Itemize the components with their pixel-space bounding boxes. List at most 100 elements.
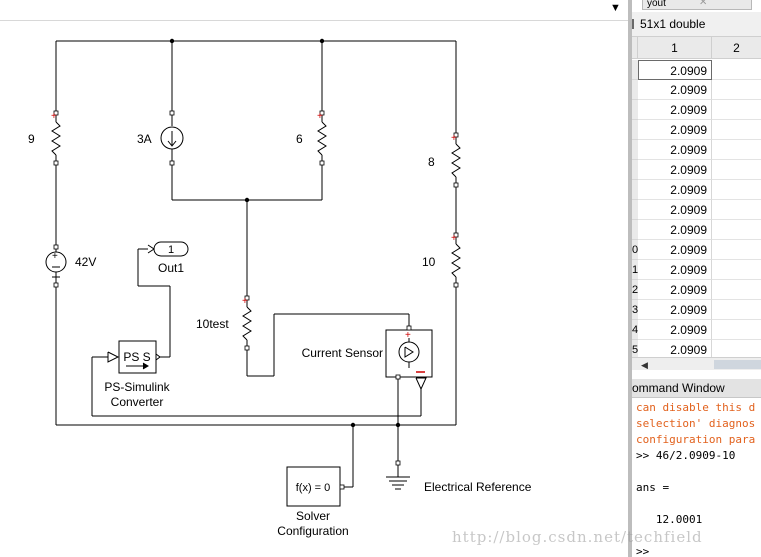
model-canvas[interactable]: ▼ <box>0 0 628 557</box>
resistor-10test-label: 10test <box>196 317 229 331</box>
row-header[interactable] <box>632 100 638 120</box>
electrical-reference-block[interactable] <box>386 460 410 490</box>
current-source-block[interactable] <box>160 110 184 166</box>
close-icon[interactable]: ✕ <box>699 0 708 8</box>
voltage-source-label: 42V <box>75 255 96 269</box>
table-cell[interactable]: 2.0909 <box>638 120 712 140</box>
table-cell[interactable]: 2.0909 <box>638 280 712 300</box>
variable-size-text: 51x1 double <box>640 17 706 31</box>
current-source-label: 3A <box>137 132 152 146</box>
row-header[interactable]: 4 <box>632 320 638 340</box>
tab-yout[interactable]: yout ✕ <box>642 0 752 10</box>
table-cell[interactable]: 2.0909 <box>638 240 712 260</box>
table-cell[interactable]: 2.0909 <box>638 260 712 280</box>
table-cell-empty[interactable] <box>712 320 761 340</box>
table-cell[interactable]: 2.0909 <box>638 60 712 80</box>
current-sensor-label: Current Sensor <box>302 346 383 360</box>
column-header-2[interactable]: 2 <box>712 37 761 59</box>
solver-block-text: f(x) = 0 <box>296 482 331 494</box>
outport-number: 1 <box>168 244 174 256</box>
table-cell[interactable]: 2.0909 <box>638 180 712 200</box>
resistor-6-label: 6 <box>296 132 303 146</box>
wires <box>55 40 457 488</box>
scrollbar-thumb[interactable] <box>714 360 761 369</box>
table-cell-empty[interactable] <box>712 180 761 200</box>
table-cell-empty[interactable] <box>712 260 761 280</box>
resistor-8-block[interactable]: + <box>451 132 461 188</box>
dropdown-arrow-icon[interactable]: ▼ <box>610 2 621 14</box>
row-header[interactable] <box>632 180 638 200</box>
row-header[interactable] <box>632 220 638 240</box>
horizontal-scrollbar[interactable]: ◀ <box>632 357 761 370</box>
grid-icon <box>632 19 636 29</box>
variable-size-header: 51x1 double <box>632 12 761 37</box>
table-cell-empty[interactable] <box>712 220 761 240</box>
command-line: >> <box>636 545 650 557</box>
svg-text:+: + <box>451 133 457 144</box>
resistor-9-label: 9 <box>28 132 35 146</box>
table-cell-empty[interactable] <box>712 240 761 260</box>
table-cell[interactable]: 2.0909 <box>638 320 712 340</box>
table-cell[interactable]: 2.0909 <box>638 160 712 180</box>
table-cell[interactable]: 2.0909 <box>638 140 712 160</box>
table-cell[interactable]: 2.0909 <box>638 100 712 120</box>
resistor-6-block[interactable]: + <box>317 110 327 166</box>
svg-text:+: + <box>242 296 248 307</box>
table-cell[interactable]: 2.0909 <box>638 200 712 220</box>
solver-configuration-block[interactable]: f(x) = 0 <box>286 466 345 507</box>
table-cell[interactable]: 2.0909 <box>638 300 712 320</box>
row-header[interactable] <box>632 160 638 180</box>
outport-label: Out1 <box>158 261 184 275</box>
resistor-10-block[interactable]: + <box>451 232 461 288</box>
row-header[interactable]: 2 <box>632 280 638 300</box>
table-cell-empty[interactable] <box>712 80 761 100</box>
solver-label-line2: Configuration <box>277 524 348 538</box>
svg-text:+: + <box>405 330 411 341</box>
row-header[interactable]: 0 <box>632 240 638 260</box>
row-header[interactable] <box>632 140 638 160</box>
scroll-left-icon[interactable]: ◀ <box>641 360 648 370</box>
ps-converter-label-line2: Converter <box>111 395 164 409</box>
table-cell[interactable]: 2.0909 <box>638 80 712 100</box>
tab-yout-label: yout <box>647 0 666 9</box>
pane-divider[interactable] <box>628 0 632 557</box>
voltage-source-block[interactable]: + <box>45 244 67 288</box>
resistor-10test-block[interactable]: + <box>242 295 252 351</box>
table-cell-empty[interactable] <box>712 300 761 320</box>
ps-simulink-converter-block[interactable]: PS S <box>107 340 161 374</box>
row-header[interactable]: 1 <box>632 260 638 280</box>
table-cell-empty[interactable] <box>712 120 761 140</box>
table-cell-empty[interactable] <box>712 100 761 120</box>
table-cell-empty[interactable] <box>712 280 761 300</box>
model-toolbar-strip <box>0 0 628 21</box>
table-cell-empty[interactable] <box>712 140 761 160</box>
row-header[interactable] <box>632 60 638 80</box>
resistor-8-label: 8 <box>428 155 435 169</box>
command-window-title: ommand Window <box>632 379 761 398</box>
command-line: selection' diagnos <box>636 417 756 430</box>
ps-converter-label-line1: PS-Simulink <box>104 380 170 394</box>
table-cell-empty[interactable] <box>712 200 761 220</box>
outport-out1-block[interactable]: 1 <box>147 241 189 257</box>
row-header[interactable] <box>632 200 638 220</box>
corner-header <box>632 37 638 59</box>
row-header[interactable] <box>632 120 638 140</box>
svg-text:+: + <box>51 111 57 122</box>
table-cell-empty[interactable] <box>712 160 761 180</box>
resistor-10-label: 10 <box>422 255 436 269</box>
table-cell[interactable]: 2.0909 <box>638 220 712 240</box>
svg-text:+: + <box>317 111 323 122</box>
table-cell-empty[interactable] <box>712 60 761 80</box>
row-header[interactable] <box>632 80 638 100</box>
command-line: ans = <box>636 481 670 494</box>
svg-text:+: + <box>451 233 457 244</box>
junction-dots <box>169 38 401 428</box>
current-sensor-block[interactable]: + <box>385 325 433 391</box>
row-header[interactable]: 3 <box>632 300 638 320</box>
electrical-reference-label: Electrical Reference <box>424 480 532 494</box>
column-header-1[interactable]: 1 <box>638 37 712 59</box>
command-line: 12.0001 <box>636 513 703 526</box>
command-line: >> 46/2.0909-10 <box>636 449 736 462</box>
resistor-9-block[interactable]: + <box>51 110 61 166</box>
